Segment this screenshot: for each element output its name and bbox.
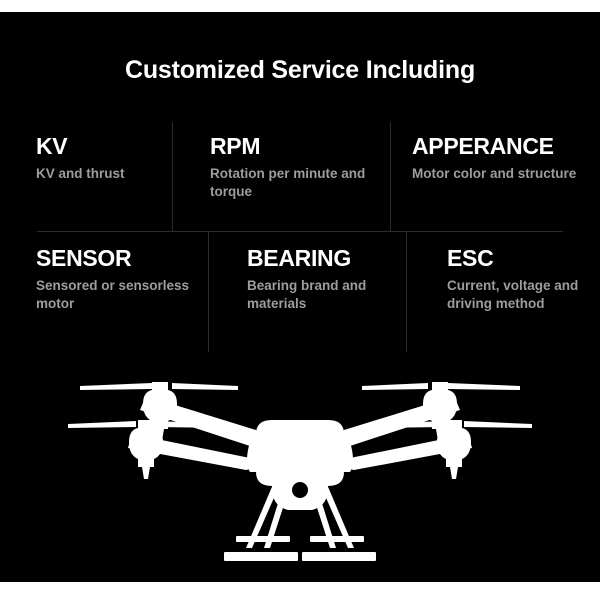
feature-description: KV and thrust — [36, 166, 125, 181]
feature-description: Rotation per minute and torque — [210, 166, 366, 199]
grid-divider-vertical-row1-right — [390, 122, 391, 231]
grid-divider-vertical-row2-right — [406, 232, 407, 352]
feature-item-kv: KV KV and thrust — [36, 133, 168, 183]
page-title: Customized Service Including — [124, 56, 476, 84]
drone-icon — [68, 382, 532, 561]
feature-item-sensor: SENSOR Sensored or sensorless motor — [36, 245, 201, 313]
drone-illustration — [60, 372, 540, 572]
feature-description: Sensored or sensorless motor — [36, 278, 190, 311]
feature-item-rpm: RPM Rotation per minute and torque — [210, 133, 382, 201]
feature-item-esc: ESC Current, voltage and driving method — [447, 245, 582, 313]
feature-description: Motor color and structure — [412, 166, 577, 181]
feature-title: ESC — [447, 245, 494, 271]
feature-item-bearing: BEARING Bearing brand and materials — [247, 245, 399, 313]
grid-divider-vertical-row2-left — [208, 232, 209, 352]
feature-grid: KV KV and thrust RPM Rotation per minute… — [0, 119, 600, 354]
feature-title: BEARING — [247, 245, 351, 271]
feature-title: RPM — [210, 133, 261, 159]
feature-description: Bearing brand and materials — [247, 278, 367, 311]
black-content-panel: Customized Service Including KV KV and t… — [0, 12, 600, 582]
feature-item-apperance: APPERANCE Motor color and structure — [412, 133, 582, 183]
feature-title: SENSOR — [36, 245, 132, 271]
grid-divider-vertical-row1-left — [172, 122, 173, 231]
feature-title: APPERANCE — [412, 133, 554, 159]
grid-divider-horizontal — [37, 231, 563, 232]
feature-description: Current, voltage and driving method — [447, 278, 579, 311]
feature-title: KV — [36, 133, 68, 159]
camera-lens-icon — [292, 482, 308, 498]
